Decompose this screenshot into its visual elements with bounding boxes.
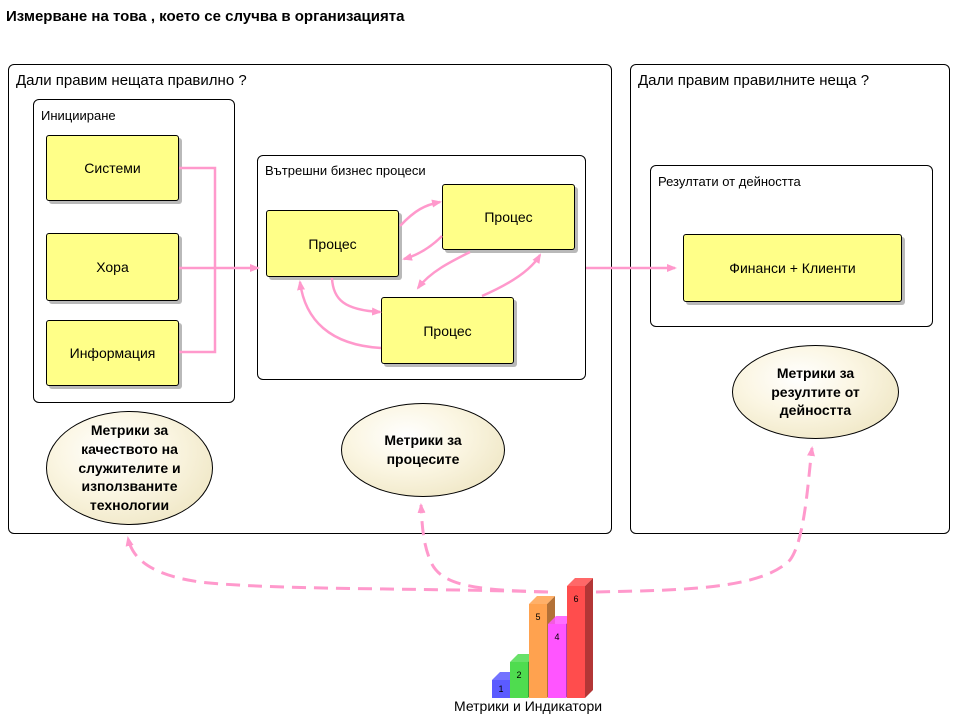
initiation-title: Иницииране	[41, 108, 116, 123]
indicator-caption: Метрики и Индикатори	[454, 698, 603, 714]
indicator-to-employees-metric	[125, 536, 549, 594]
metric-processes-label: Метрики за процесите	[384, 432, 462, 467]
indicator-bar-label: 6	[573, 594, 578, 604]
process-box-bottom: Процес	[381, 297, 514, 364]
systems-connector	[179, 166, 217, 268]
indicator-bar-5: 6	[567, 578, 593, 698]
results-title: Резултати от дейността	[658, 174, 801, 189]
metric-employees-ellipse: Метрики за качеството на служителите и и…	[46, 411, 213, 525]
process-box-top-right: Процес	[442, 184, 575, 250]
info-connector	[179, 268, 217, 354]
metric-results-ellipse: Метрики за резултите от дейността	[732, 345, 899, 439]
process-arrow-2	[402, 235, 443, 261]
indicator-bar-label: 1	[498, 684, 503, 694]
indicator-bar-label: 4	[554, 632, 559, 642]
metric-processes-ellipse: Метрики за процесите	[341, 403, 505, 497]
indicator-bar-label: 2	[516, 670, 521, 680]
finance-clients-box: Финанси + Клиенти	[683, 234, 902, 302]
metric-employees-label: Метрики за качеството на служителите и и…	[78, 421, 181, 514]
process-arrow-5	[330, 277, 382, 316]
information-box: Информация	[46, 320, 179, 386]
process-arrow-6	[297, 280, 382, 350]
process-arrow-1	[399, 199, 442, 227]
indicator-to-results-metric	[595, 446, 815, 594]
right-panel-title: Дали правим правилните неща ?	[638, 72, 870, 89]
indicator-bar-label: 5	[535, 612, 540, 622]
internal-processes-title: Вътрешни бизнес процеси	[265, 163, 426, 178]
people-box: Хора	[46, 233, 179, 301]
indicator-to-process-metric	[417, 503, 549, 594]
process-arrow-4	[481, 253, 542, 298]
process-box-left: Процес	[266, 210, 399, 277]
systems-box: Системи	[46, 135, 179, 201]
left-panel-title: Дали правим нещата правилно ?	[16, 72, 247, 89]
indicator-bars-graphic: 1 2 5 4 6	[492, 578, 593, 698]
process-arrow-3	[416, 250, 471, 290]
metric-results-label: Метрики за резултите от дейността	[771, 364, 860, 419]
page-title: Измерване на това , което се случва в ор…	[6, 8, 405, 25]
